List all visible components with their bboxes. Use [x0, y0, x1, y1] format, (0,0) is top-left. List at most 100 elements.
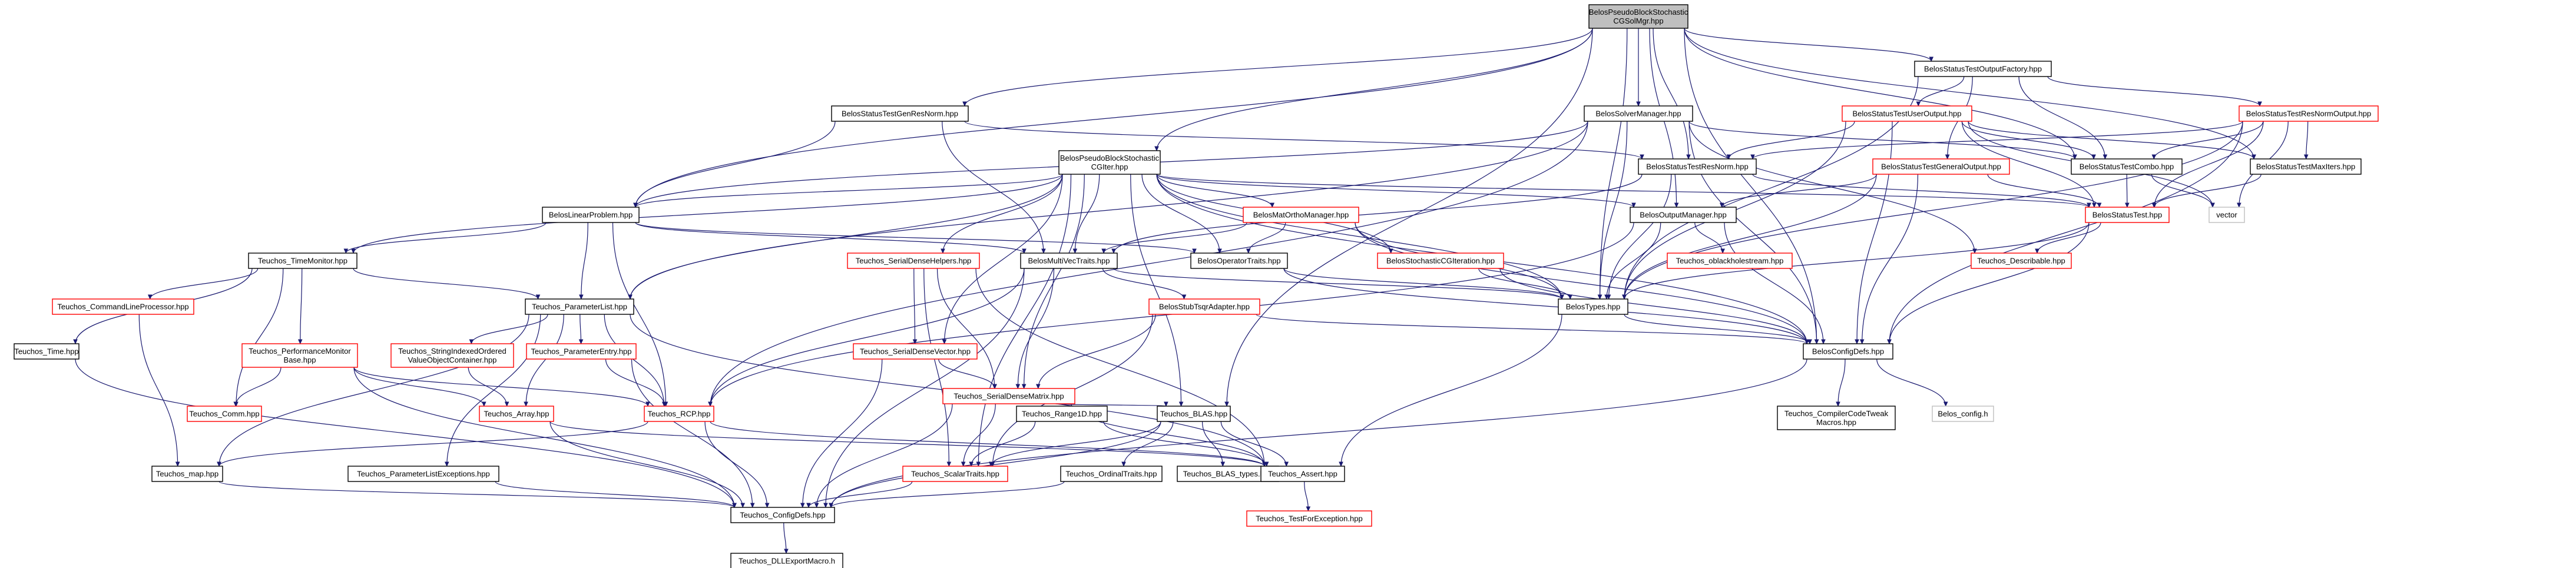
node-resnormout[interactable]: BelosStatusTestResNormOutput.hpp [2239, 105, 2379, 122]
node-assert[interactable]: Teuchos_Assert.hpp [1260, 466, 1345, 482]
node-rcp[interactable]: Teuchos_RCP.hpp [644, 406, 714, 422]
node-outmgr[interactable]: BelosOutputManager.hpp [1630, 207, 1737, 223]
node-label-perfmon: Teuchos_PerformanceMonitor [249, 347, 351, 356]
node-belos_config[interactable]: Belos_config.h [1932, 406, 1994, 422]
node-box-belosconfig [1803, 343, 1893, 360]
node-label-map: Teuchos_map.hpp [156, 470, 218, 479]
node-stubtsqr[interactable]: BelosStubTsqrAdapter.hpp [1148, 298, 1260, 315]
edge-root-to-pbs [1157, 28, 1593, 151]
node-statustest[interactable]: BelosStatusTest.hpp [2085, 207, 2170, 223]
node-maxiters[interactable]: BelosStatusTestMaxIters.hpp [2250, 158, 2362, 175]
edge-range1d-to-assert [1103, 421, 1267, 466]
node-label-time: Teuchos_Time.hpp [14, 347, 78, 356]
node-gen_res[interactable]: BelosStatusTestGenResNorm.hpp [831, 105, 969, 122]
node-label-compilercode: Macros.hpp [1816, 418, 1856, 427]
node-box-cmdline [52, 298, 194, 315]
node-label-perfmon: Base.hpp [284, 356, 316, 364]
edge-sdh-to-sdv [914, 268, 915, 344]
node-box-resnormout [2239, 105, 2379, 122]
node-plexc[interactable]: Teuchos_ParameterListExceptions.hpp [347, 466, 499, 482]
node-box-outfact [1914, 61, 2052, 77]
node-combo[interactable]: BelosStatusTestCombo.hpp [2071, 158, 2183, 175]
edge-cmdline-to-map [138, 314, 177, 466]
node-box-belostypes [1558, 298, 1628, 315]
node-matortho[interactable]: BelosMatOrthoManager.hpp [1243, 207, 1359, 223]
node-multivec[interactable]: BelosMultiVecTraits.hpp [1020, 253, 1118, 269]
node-configdefs[interactable]: Teuchos_ConfigDefs.hpp [730, 507, 835, 523]
edge-combo-to-vector [2151, 174, 2213, 207]
edge-pbs-to-blas [1130, 174, 1181, 406]
node-sdm[interactable]: Teuchos_SerialDenseMatrix.hpp [942, 388, 1075, 404]
edge-blas-to-ordinal [1124, 421, 1174, 466]
node-box-combo [2071, 158, 2183, 175]
edge-pbs-to-sdh [943, 174, 1063, 253]
node-label-oblack: Teuchos_oblackholestream.hpp [1676, 257, 1784, 265]
node-label-comm: Teuchos_Comm.hpp [189, 410, 259, 418]
node-label-statustest: BelosStatusTest.hpp [2092, 211, 2163, 220]
node-belosconfig[interactable]: BelosConfigDefs.hpp [1803, 343, 1893, 360]
node-vector[interactable]: vector [2209, 207, 2245, 223]
edge-pbs-to-belostypes [1156, 174, 1562, 299]
node-timemon[interactable]: Teuchos_TimeMonitor.hpp [248, 253, 357, 269]
node-resnorm[interactable]: BelosStatusTestResNorm.hpp [1638, 158, 1757, 175]
node-generaloutput[interactable]: BelosStatusTestGeneralOutput.hpp [1872, 158, 2010, 175]
node-label-matortho: BelosMatOrthoManager.hpp [1253, 211, 1349, 220]
node-blas[interactable]: Teuchos_BLAS.hpp [1157, 406, 1231, 422]
edge-useroutput-to-belosconfig [1857, 121, 1893, 344]
node-label-sdh: Teuchos_SerialDenseHelpers.hpp [856, 257, 972, 265]
node-testforexc[interactable]: Teuchos_TestForException.hpp [1246, 510, 1372, 527]
node-solvemgr[interactable]: BelosSolverManager.hpp [1584, 105, 1693, 122]
node-box-multivec [1020, 253, 1118, 269]
edge-sdh-to-assert [975, 268, 1264, 466]
node-outfact[interactable]: BelosStatusTestOutputFactory.hpp [1914, 61, 2052, 77]
node-paramentry[interactable]: Teuchos_ParameterEntry.hpp [526, 343, 637, 360]
node-array[interactable]: Teuchos_Array.hpp [479, 406, 554, 422]
edge-resnorm-to-multivec [1114, 174, 1643, 253]
node-ordinal[interactable]: Teuchos_OrdinalTraits.hpp [1060, 466, 1163, 482]
edge-belosconfig-to-compilercode [1838, 358, 1846, 406]
node-sdv[interactable]: Teuchos_SerialDenseVector.hpp [853, 343, 978, 360]
node-box-pbs [1058, 150, 1161, 175]
node-dllexport[interactable]: Teuchos_DLLExportMacro.h [730, 553, 843, 568]
node-strindexed[interactable]: Teuchos_StringIndexedOrderedValueObjectC… [390, 343, 514, 368]
node-cmdline[interactable]: Teuchos_CommandLineProcessor.hpp [52, 298, 194, 315]
node-optraits[interactable]: BelosOperatorTraits.hpp [1190, 253, 1288, 269]
edge-pbs-to-scalartraits [978, 174, 1072, 466]
edge-multivec-to-sdm [1018, 268, 1055, 388]
edge-timemon-to-paramlist [353, 268, 538, 299]
node-describable[interactable]: Teuchos_Describable.hpp [1971, 253, 2072, 269]
node-box-strindexed [390, 343, 514, 368]
node-range1d[interactable]: Teuchos_Range1D.hpp [1016, 406, 1108, 422]
node-label-scalartraits: Teuchos_ScalarTraits.hpp [911, 470, 999, 479]
edge-rcp-to-assert [710, 421, 1264, 466]
node-label-array: Teuchos_Array.hpp [484, 410, 549, 418]
edge-root-to-blas [1227, 28, 1593, 406]
node-linprob[interactable]: BelosLinearProblem.hpp [542, 207, 640, 223]
node-oblack[interactable]: Teuchos_oblackholestream.hpp [1667, 253, 1793, 269]
edge-ordinal-to-configdefs [831, 481, 1065, 507]
node-belostypes[interactable]: BelosTypes.hpp [1558, 298, 1628, 315]
edge-pbs-to-statustest [1156, 174, 2089, 207]
node-box-matortho [1243, 207, 1359, 223]
node-sdh[interactable]: Teuchos_SerialDenseHelpers.hpp [847, 253, 980, 269]
node-time[interactable]: Teuchos_Time.hpp [14, 343, 80, 360]
edge-resnormout-to-maxiters [2306, 121, 2308, 159]
node-paramlist[interactable]: Teuchos_ParameterList.hpp [525, 298, 634, 315]
edge-rcp-to-configdefs [704, 421, 767, 507]
node-stochiter[interactable]: BelosStochasticCGIteration.hpp [1377, 253, 1504, 269]
node-box-compilercode [1777, 406, 1896, 430]
node-label-generaloutput: BelosStatusTestGeneralOutput.hpp [1881, 162, 2001, 171]
edge-strindexed-to-array [468, 367, 506, 406]
edge-scalartraits-to-configdefs [809, 481, 913, 507]
node-comm[interactable]: Teuchos_Comm.hpp [187, 406, 262, 422]
edge-stochiter-to-belostypes [1478, 268, 1570, 299]
node-useroutput[interactable]: BelosStatusTestUserOutput.hpp [1842, 105, 1972, 122]
node-box-map [151, 466, 223, 482]
node-label-cmdline: Teuchos_CommandLineProcessor.hpp [57, 303, 188, 311]
node-map[interactable]: Teuchos_map.hpp [151, 466, 223, 482]
node-scalartraits[interactable]: Teuchos_ScalarTraits.hpp [902, 466, 1008, 482]
